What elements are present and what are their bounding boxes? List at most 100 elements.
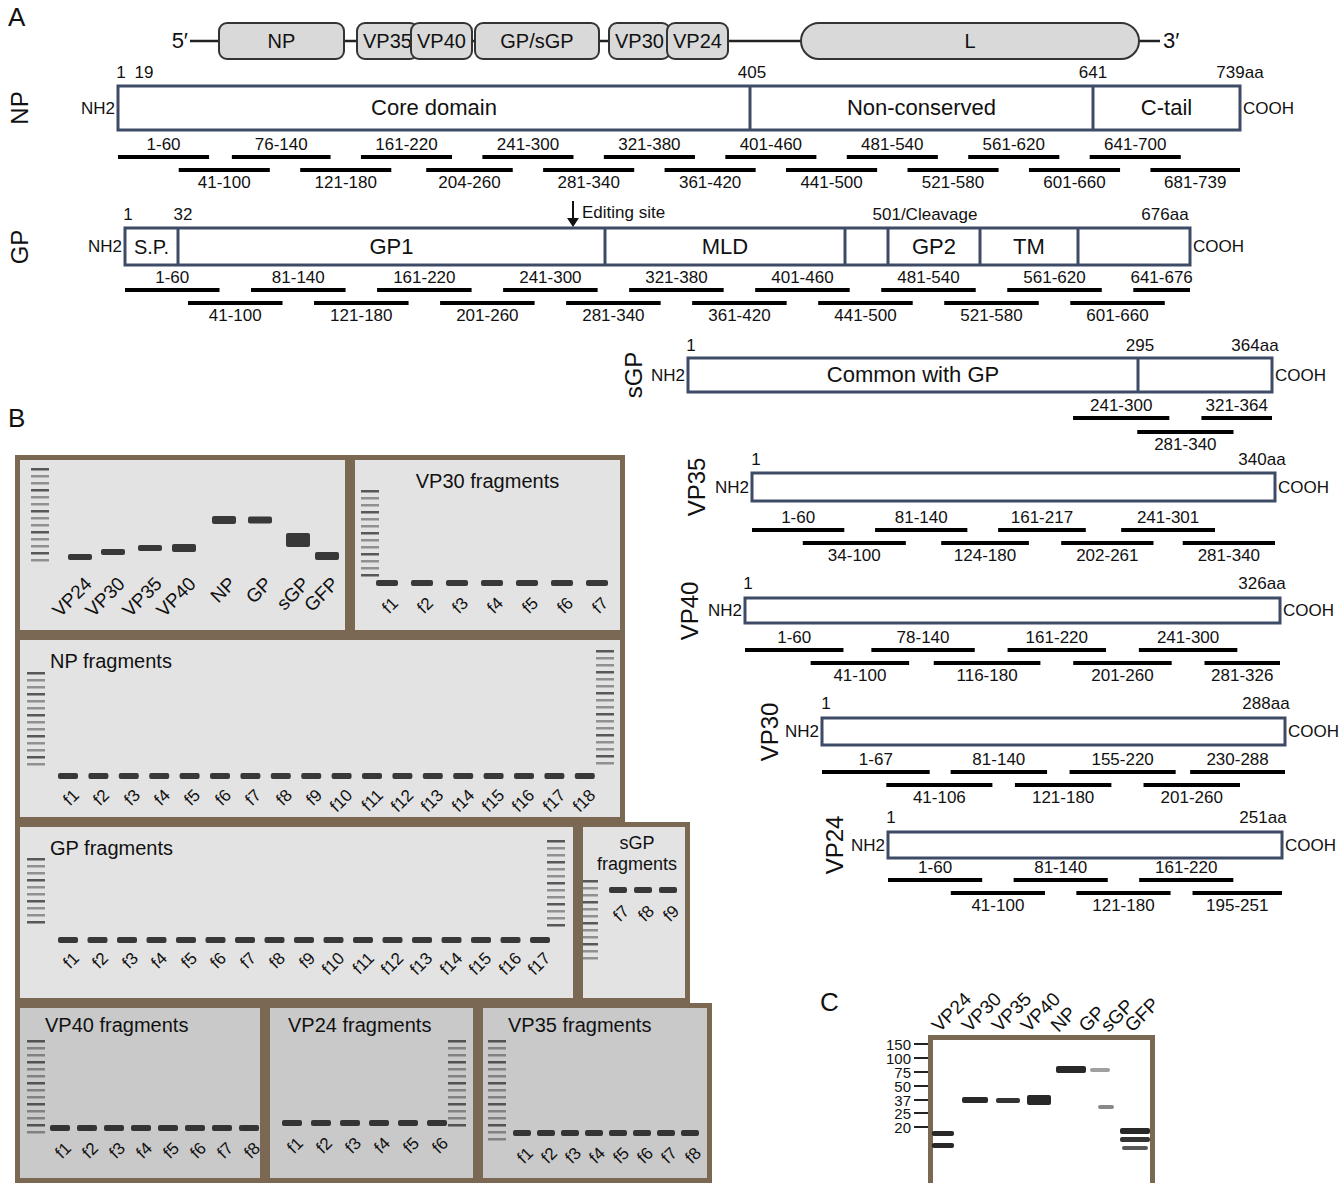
ladder-band bbox=[547, 903, 565, 906]
dna-band bbox=[77, 1125, 97, 1131]
ladder-band bbox=[31, 517, 49, 520]
dna-band bbox=[586, 580, 608, 586]
fragment-range: 281-340 bbox=[1154, 436, 1216, 453]
dna-band bbox=[575, 773, 595, 779]
ladder-band bbox=[27, 1082, 45, 1085]
fragment-range: 641-700 bbox=[1104, 136, 1166, 153]
fragment-range: 281-340 bbox=[1198, 547, 1260, 564]
ladder-band bbox=[27, 1124, 45, 1127]
fragment-range: 281-340 bbox=[582, 307, 644, 324]
fragment-line bbox=[1201, 416, 1272, 420]
node-label: C-tail bbox=[1141, 97, 1192, 119]
fragment-range: 281-340 bbox=[557, 174, 619, 191]
mw-marker: 20 bbox=[894, 1120, 911, 1135]
dna-band bbox=[516, 580, 538, 586]
fragment-line bbox=[1150, 168, 1240, 172]
terminus-label: COOH bbox=[1278, 479, 1329, 496]
fragment-line bbox=[1139, 648, 1237, 652]
divider bbox=[1137, 358, 1140, 392]
ladder-band bbox=[31, 496, 49, 499]
fragment-line bbox=[998, 528, 1086, 532]
fragment-line bbox=[1076, 891, 1170, 895]
ladder-band bbox=[488, 1047, 506, 1050]
dna-band bbox=[104, 1125, 124, 1131]
fragment-line bbox=[1133, 288, 1190, 292]
protein-name: sGP bbox=[622, 352, 646, 399]
ladder-band bbox=[596, 685, 614, 688]
residue-number: 251aa bbox=[1239, 809, 1286, 826]
fragment-range: 121-180 bbox=[1032, 789, 1094, 806]
dna-band bbox=[158, 1125, 178, 1131]
fragment-range: 241-300 bbox=[1090, 397, 1152, 414]
fragment-range: 1-60 bbox=[918, 859, 952, 876]
mw-marker: 75 bbox=[894, 1065, 911, 1080]
dna-band bbox=[353, 937, 373, 943]
fragment-range: 81-140 bbox=[1034, 859, 1087, 876]
protein-name: VP40 bbox=[678, 581, 702, 640]
fragment-range: 121-180 bbox=[330, 307, 392, 324]
dna-band bbox=[185, 1125, 205, 1131]
editing-arrow bbox=[572, 201, 574, 219]
ladder-band bbox=[361, 525, 379, 528]
fragment-line bbox=[803, 541, 906, 545]
vp24-bar bbox=[888, 832, 1282, 858]
ladder-band bbox=[547, 910, 565, 913]
dna-band bbox=[332, 773, 352, 779]
fragment-range: 521-580 bbox=[922, 174, 984, 191]
dna-band bbox=[376, 580, 398, 586]
fragment-range: 481-540 bbox=[897, 269, 959, 286]
protein-band bbox=[1098, 1105, 1114, 1109]
ladder-band bbox=[596, 664, 614, 667]
dna-band bbox=[235, 937, 255, 943]
ladder-band bbox=[488, 1131, 506, 1134]
protein-band bbox=[962, 1097, 988, 1103]
panel-letter: C bbox=[820, 989, 839, 1015]
fragment-range: 81-140 bbox=[895, 509, 948, 526]
protein-band bbox=[1120, 1137, 1150, 1142]
ladder-band bbox=[361, 574, 379, 577]
dna-band bbox=[58, 937, 78, 943]
ladder-band bbox=[596, 692, 614, 695]
ladder-band bbox=[596, 671, 614, 674]
ladder-band bbox=[488, 1075, 506, 1078]
ladder-band bbox=[27, 907, 45, 910]
ladder-band bbox=[361, 567, 379, 570]
dna-band bbox=[315, 552, 339, 560]
fragment-range: 481-540 bbox=[861, 136, 923, 153]
mw-marker: 150 bbox=[886, 1037, 911, 1052]
fragment-range: 124-180 bbox=[954, 547, 1016, 564]
ladder-band bbox=[547, 840, 565, 843]
node-label: Non-conserved bbox=[847, 97, 996, 119]
mw-marker: 25 bbox=[894, 1106, 911, 1121]
dna-band bbox=[206, 937, 226, 943]
fragment-line bbox=[665, 168, 756, 172]
fragment-line bbox=[377, 288, 472, 292]
fragment-range: 41-100 bbox=[833, 667, 886, 684]
ladder-band bbox=[31, 559, 49, 562]
fragment-range: 641-676 bbox=[1130, 269, 1192, 286]
fragment-range: 321-380 bbox=[645, 269, 707, 286]
gene-box: GP/sGP bbox=[474, 22, 600, 60]
fragment-range: 161-220 bbox=[1155, 859, 1217, 876]
protein-name: NP bbox=[8, 91, 32, 124]
fragment-line bbox=[118, 155, 209, 159]
ladder-band bbox=[596, 741, 614, 744]
fragment-line bbox=[1121, 528, 1215, 532]
dna-band bbox=[659, 887, 677, 893]
fragment-line bbox=[440, 301, 535, 305]
ladder-band bbox=[596, 650, 614, 653]
dna-band bbox=[411, 580, 433, 586]
fragment-line bbox=[944, 301, 1039, 305]
fragment-range: 161-220 bbox=[393, 269, 455, 286]
terminus-label: COOH bbox=[1275, 367, 1326, 384]
ladder-band bbox=[31, 475, 49, 478]
fragment-line bbox=[1090, 155, 1181, 159]
terminus-label: COOH bbox=[1283, 602, 1334, 619]
ladder-band bbox=[27, 707, 45, 710]
fragment-line bbox=[725, 155, 816, 159]
ladder-band bbox=[448, 1110, 466, 1113]
node-label: L bbox=[964, 31, 975, 51]
fragment-range: 41-100 bbox=[971, 897, 1024, 914]
ladder-band bbox=[31, 503, 49, 506]
ladder-band bbox=[31, 482, 49, 485]
